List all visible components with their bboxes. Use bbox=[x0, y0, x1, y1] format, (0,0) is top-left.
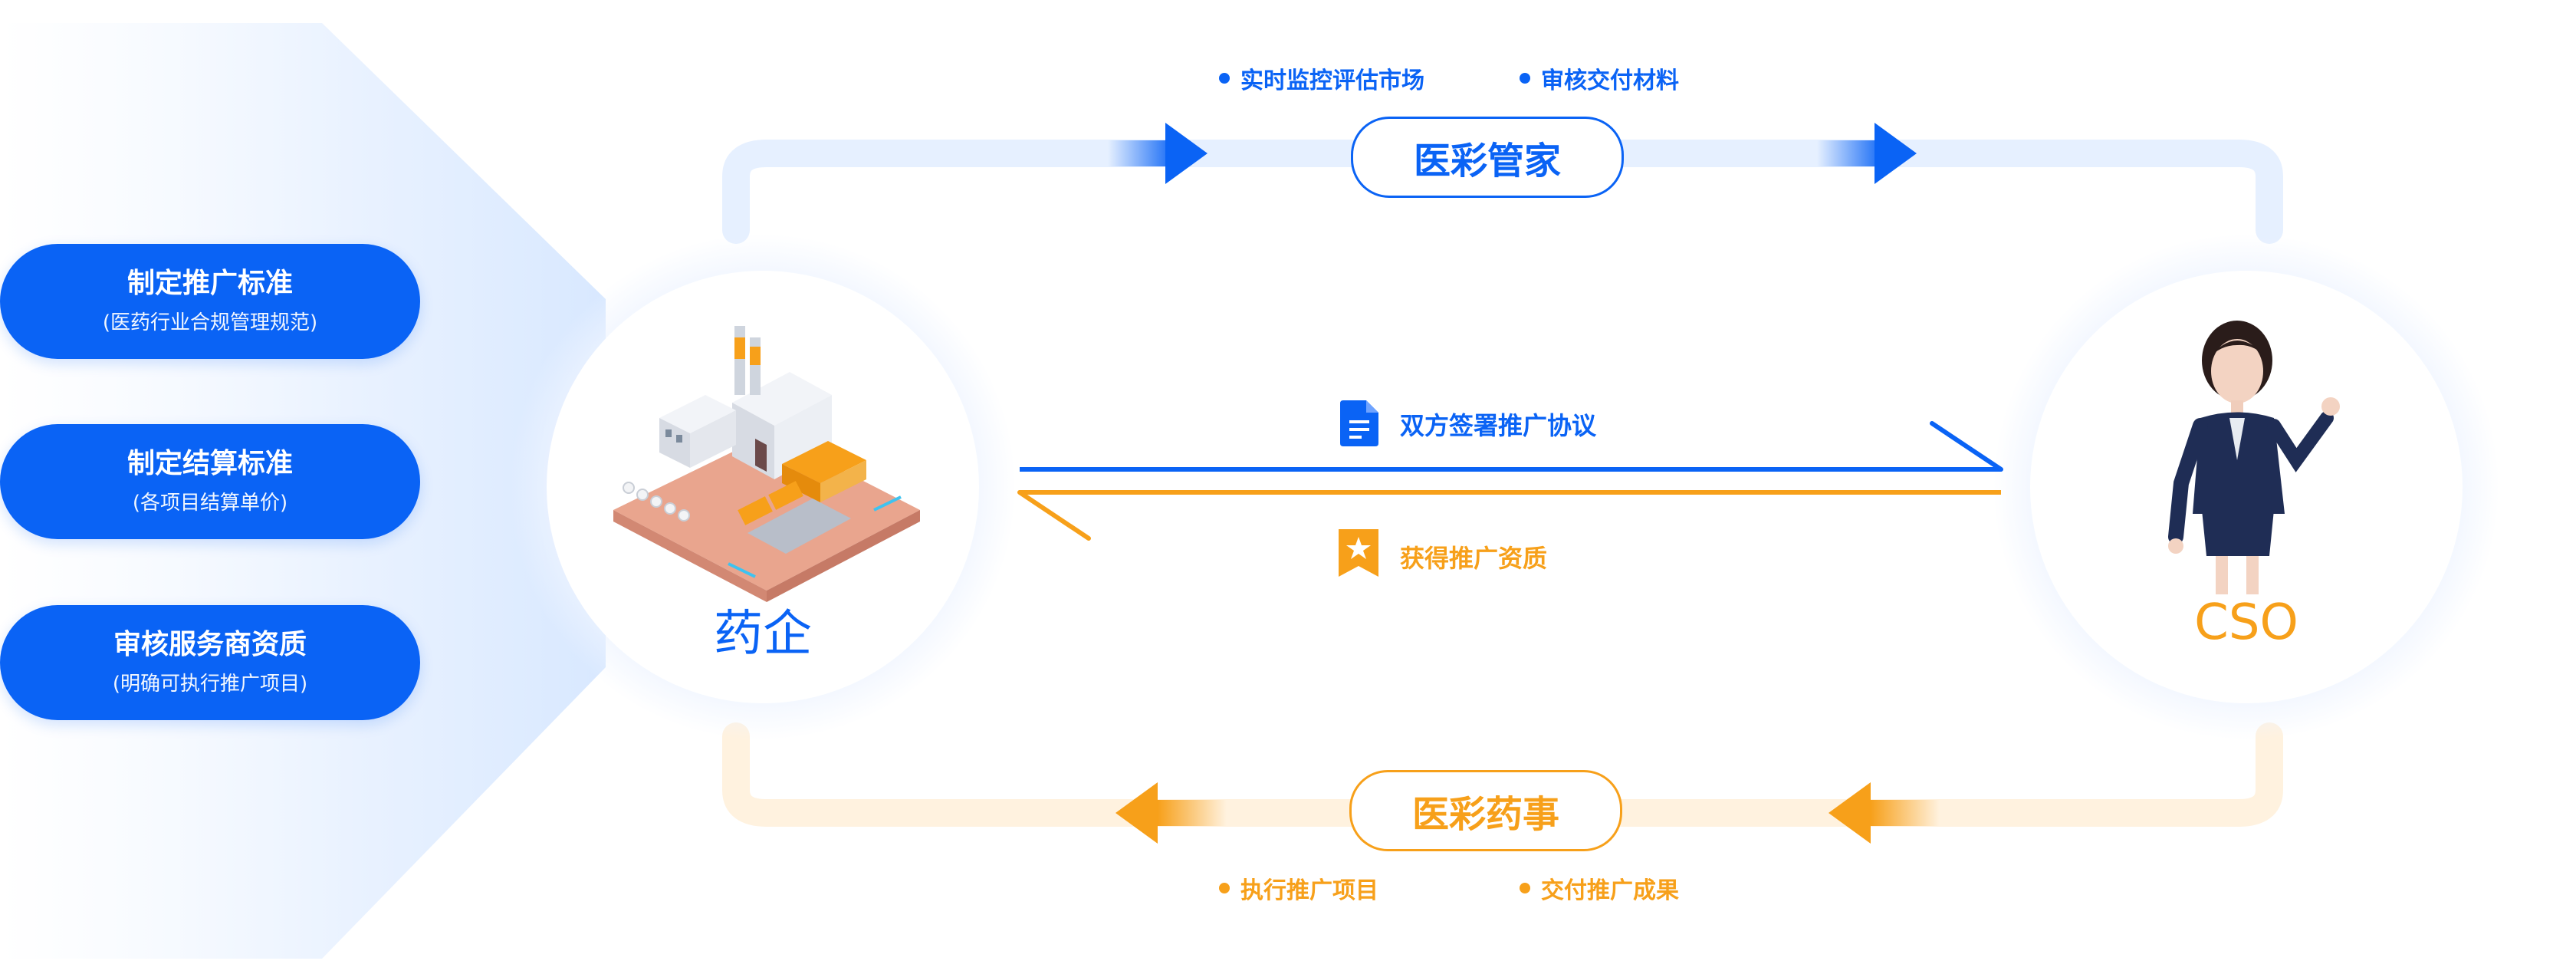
cso-label: CSO bbox=[2194, 594, 2298, 651]
document-icon bbox=[1340, 400, 1378, 446]
pharma-company-label: 药企 bbox=[714, 606, 812, 663]
settlement-subtitle: (各项目结算单价) bbox=[132, 492, 288, 515]
standard-subtitle: (医药行业合规管理规范) bbox=[102, 311, 318, 334]
top-bullet-1-text: 实时监控评估市场 bbox=[1240, 67, 1424, 94]
top-arrow-left bbox=[1108, 123, 1208, 184]
agreement-text: 双方签署推广协议 bbox=[1400, 411, 1597, 440]
top-bullet-1: 实时监控评估市场 bbox=[1219, 61, 1424, 95]
star-badge-icon bbox=[1339, 529, 1378, 577]
top-arrow-right bbox=[1817, 123, 1917, 184]
bottom-bullet-2: 交付推广成果 bbox=[1520, 871, 1679, 905]
qualification-pill: 审核服务商资质 (明确可执行推广项目) bbox=[0, 605, 420, 720]
top-flow-label: 医彩管家 bbox=[1413, 140, 1561, 183]
top-flow-pill: 医彩管家 bbox=[1351, 117, 1624, 198]
bottom-bullet-1: 执行推广项目 bbox=[1219, 871, 1378, 905]
bullet-dot bbox=[1520, 883, 1530, 893]
qualification-subtitle: (明确可执行推广项目) bbox=[112, 673, 308, 696]
bottom-bullet-2-text: 交付推广成果 bbox=[1541, 877, 1679, 904]
qualification-line-orange bbox=[1017, 490, 2001, 541]
settlement-title: 制定结算标准 bbox=[127, 448, 293, 479]
qualification-title: 审核服务商资质 bbox=[113, 629, 307, 660]
standard-pill: 制定推广标准 (医药行业合规管理规范) bbox=[0, 244, 420, 359]
bottom-flow-pill: 医彩药事 bbox=[1349, 770, 1622, 851]
factory-illustration bbox=[613, 326, 920, 602]
bottom-arrow-left bbox=[1116, 782, 1227, 844]
top-bullet-2-text: 审核交付材料 bbox=[1541, 67, 1679, 94]
agreement-line-blue bbox=[1020, 421, 2003, 472]
top-bullet-2: 审核交付材料 bbox=[1520, 61, 1679, 95]
bottom-flow-label: 医彩药事 bbox=[1411, 793, 1559, 836]
bullet-dot bbox=[1219, 883, 1230, 893]
bullet-dot bbox=[1520, 73, 1530, 84]
bottom-arrow-right bbox=[1829, 782, 1940, 844]
qualification-text: 获得推广资质 bbox=[1400, 544, 1548, 573]
businesswoman-avatar bbox=[2168, 321, 2340, 594]
bottom-bullet-1-text: 执行推广项目 bbox=[1240, 877, 1378, 904]
standard-title: 制定推广标准 bbox=[127, 268, 293, 299]
bullet-dot bbox=[1219, 73, 1230, 84]
settlement-pill: 制定结算标准 (各项目结算单价) bbox=[0, 424, 420, 539]
